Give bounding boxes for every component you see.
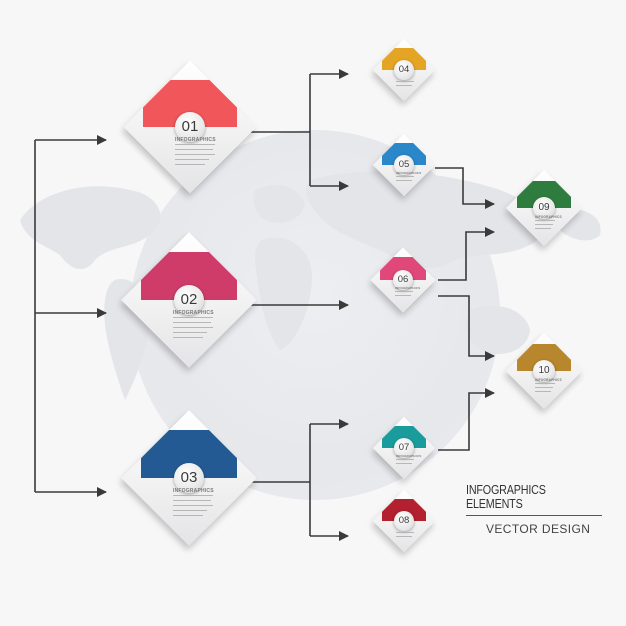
edge-06-10 <box>438 295 495 361</box>
node-01-number: 01 <box>175 112 205 142</box>
node-04-number: 04 <box>394 60 414 80</box>
node-06: 06 INFOGRAPHICS <box>370 247 436 313</box>
node-02-text-lines <box>173 317 213 342</box>
infographic-title: INFOGRAPHICS ELEMENTS <box>466 483 546 511</box>
node-04-text-lines <box>396 81 414 89</box>
title-underline <box>466 515 602 516</box>
node-07-number: 07 <box>394 438 414 458</box>
edge-07-10 <box>438 388 495 451</box>
node-08-number: 08 <box>394 511 414 531</box>
node-10-number: 10 <box>533 360 555 382</box>
node-06-label: INFOGRAPHICS <box>395 286 421 290</box>
node-09-label: INFOGRAPHICS <box>535 215 562 219</box>
node-03-text-lines <box>173 495 213 520</box>
node-06-number: 06 <box>393 270 413 290</box>
node-03-label: INFOGRAPHICS <box>173 488 214 494</box>
node-10-text-lines <box>535 383 555 395</box>
edge-05-09 <box>435 167 495 209</box>
node-02: 02 INFOGRAPHICS <box>121 232 257 368</box>
node-09: 09 INFOGRAPHICS <box>505 169 583 247</box>
node-06-text-lines <box>395 291 413 299</box>
node-02-label: INFOGRAPHICS <box>173 310 214 316</box>
node-08: 08 <box>372 489 436 553</box>
node-05-label: INFOGRAPHICS <box>396 171 422 175</box>
node-07-text-lines <box>396 459 414 467</box>
node-01-label: INFOGRAPHICS <box>175 137 216 143</box>
title-block: INFOGRAPHICS ELEMENTS VECTOR DESIGN <box>466 483 626 536</box>
node-10: 10 INFOGRAPHICS <box>505 332 583 410</box>
node-05-text-lines <box>396 176 414 184</box>
node-05-number: 05 <box>394 155 414 175</box>
node-03-number: 03 <box>174 463 204 493</box>
node-10-label: INFOGRAPHICS <box>535 378 562 382</box>
infographic-subtitle: VECTOR DESIGN <box>486 522 591 536</box>
node-05: 05 INFOGRAPHICS <box>372 133 436 197</box>
node-08-text-lines <box>396 532 414 540</box>
node-09-text-lines <box>535 220 555 232</box>
node-01: 01 INFOGRAPHICS <box>123 60 257 194</box>
node-03: 03 INFOGRAPHICS <box>121 410 257 546</box>
node-07-label: INFOGRAPHICS <box>396 454 422 458</box>
node-09-number: 09 <box>533 197 555 219</box>
node-01-text-lines <box>175 144 215 169</box>
node-02-number: 02 <box>174 285 204 315</box>
edge-03-branch <box>252 424 311 536</box>
edge-01-branch <box>250 74 311 186</box>
node-04: 04 <box>372 38 436 102</box>
node-07: 07 INFOGRAPHICS <box>372 416 436 480</box>
edge-06-09 <box>438 227 495 281</box>
